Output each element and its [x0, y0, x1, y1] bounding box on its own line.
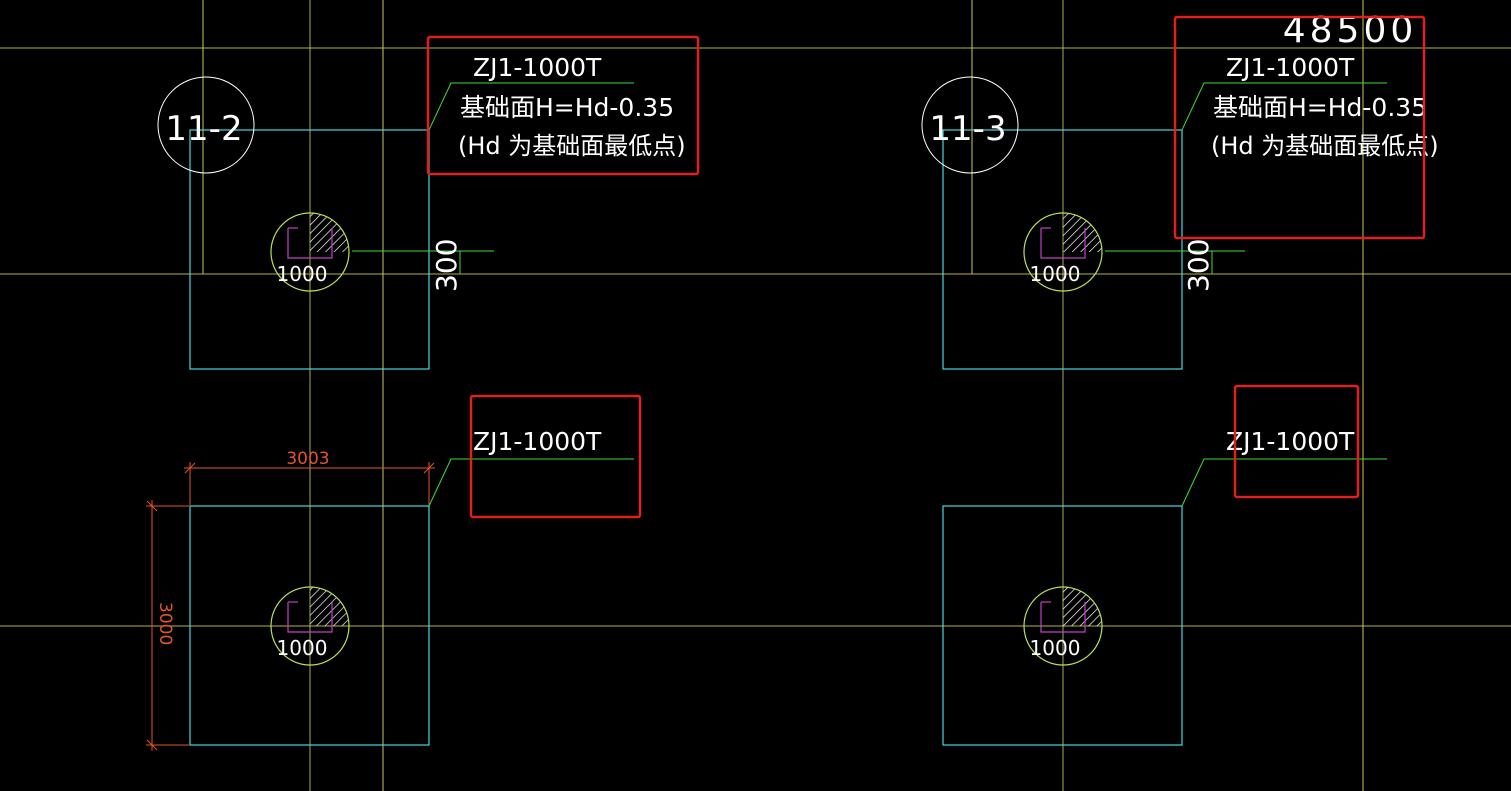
callout-bottom-left[interactable]: ZJ1-1000T — [473, 427, 602, 456]
pile-offset-dimension-label: 300 — [430, 239, 463, 292]
highlight-box-top-right — [1173, 15, 1426, 240]
pile-top-left[interactable]: 1000 — [270, 212, 350, 292]
callout-top-left[interactable]: ZJ1-1000T 基础面H=Hd-0.35 (Hd 为基础面最低点) — [458, 53, 686, 160]
footing-height-dimension[interactable]: 3000 — [146, 500, 189, 751]
callout-foundation-note: (Hd 为基础面最低点) — [458, 132, 686, 160]
callout-title: ZJ1-1000T — [1226, 427, 1355, 456]
dimension-tick-left — [184, 462, 196, 474]
pile-offset-dimension-left[interactable]: 300 — [352, 239, 494, 292]
highlight-box-top-left — [426, 35, 700, 176]
dimension-tick-top — [146, 500, 158, 512]
pile-circle — [270, 212, 350, 292]
pile-top-right[interactable]: 1000 — [1023, 212, 1103, 292]
pile-diameter-label: 1000 — [277, 262, 328, 286]
footing-bottom-right[interactable] — [942, 505, 1183, 746]
footing-width-dimension-label: 3003 — [286, 449, 329, 469]
grid-bubble-label: 11-2 — [165, 109, 242, 149]
highlight-box-bottom-left — [469, 394, 642, 519]
highlight-boxes — [426, 15, 1426, 519]
pile-circle — [1023, 212, 1103, 292]
grid-bubble-circle — [921, 76, 1019, 174]
callout-title: ZJ1-1000T — [473, 53, 602, 82]
grid-bubble-left[interactable]: 11-2 — [157, 76, 255, 174]
dimension-tick-right — [423, 462, 435, 474]
callout-foundation-elevation: 基础面H=Hd-0.35 — [1213, 93, 1427, 122]
footing-top-right[interactable] — [942, 129, 1183, 370]
dimension-tick-bottom — [146, 739, 158, 751]
pile-mark — [1040, 228, 1086, 259]
pile-circle — [270, 586, 350, 666]
pile-mark — [287, 602, 333, 633]
callout-foundation-elevation: 基础面H=Hd-0.35 — [460, 93, 674, 122]
pile-mark — [287, 228, 333, 259]
pile-mark — [1040, 602, 1086, 633]
callout-top-right[interactable]: ZJ1-1000T 基础面H=Hd-0.35 (Hd 为基础面最低点) — [1211, 53, 1439, 160]
callout-bottom-right[interactable]: ZJ1-1000T — [1226, 427, 1355, 456]
footings — [189, 129, 1183, 746]
leader-top-right — [1181, 82, 1387, 131]
footing-bottom-left[interactable] — [189, 505, 430, 746]
highlight-box-bottom-right — [1233, 384, 1360, 499]
footing-height-dimension-label: 3000 — [155, 602, 175, 645]
pile-offset-dimension-right[interactable]: 300 — [1105, 239, 1245, 292]
leader-bottom-right — [1181, 458, 1387, 507]
pile-bottom-right[interactable]: 1000 — [1023, 586, 1103, 666]
footing-width-dimension[interactable]: 3003 — [184, 449, 435, 505]
pile-offset-dimension-label: 300 — [1182, 239, 1215, 292]
pile-diameter-label: 1000 — [1030, 636, 1081, 660]
grid-bubble-right[interactable]: 11-3 — [921, 76, 1019, 174]
callout-foundation-note: (Hd 为基础面最低点) — [1211, 132, 1439, 160]
pile-diameter-label: 1000 — [277, 636, 328, 660]
grid-bubble-circle — [157, 76, 255, 174]
grid-bubble-label: 11-3 — [929, 109, 1006, 149]
pile-circle — [1023, 586, 1103, 666]
pile-diameter-label: 1000 — [1030, 262, 1081, 286]
footing-top-left[interactable] — [189, 129, 430, 370]
callout-leaders — [428, 82, 1387, 507]
leader-bottom-left — [428, 458, 634, 507]
callout-title: ZJ1-1000T — [1226, 53, 1355, 82]
callout-title: ZJ1-1000T — [473, 427, 602, 456]
leader-top-left — [428, 82, 634, 131]
